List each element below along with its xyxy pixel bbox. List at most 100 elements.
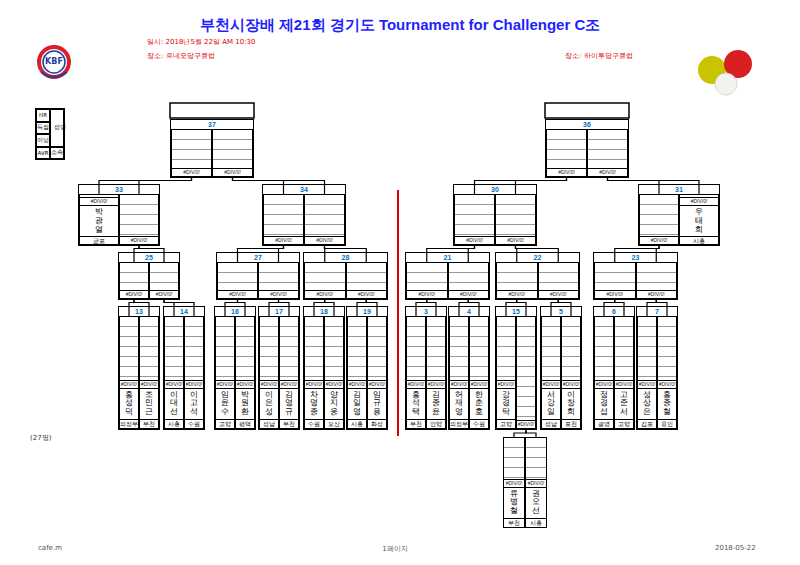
player-slot: #DIV/0!김종윤안양 xyxy=(426,316,446,429)
name-cell: 정경섭 xyxy=(595,388,613,419)
match-box: 3#DIV/0!홍석택부천#DIV/0!김종윤안양 xyxy=(405,306,447,430)
name-cell: 차명종 xyxy=(305,388,323,419)
name-cell: 류병철 xyxy=(504,487,524,518)
note-label: cafe.m xyxy=(38,544,62,552)
average-value: #DIV/0! xyxy=(305,290,345,298)
bracket-line xyxy=(468,245,474,262)
score-grid xyxy=(165,317,183,380)
score-grid xyxy=(185,317,203,380)
average-value: #DIV/0! xyxy=(218,290,257,298)
average-value: #DIV/0! xyxy=(172,168,211,176)
club-name: 의정부 xyxy=(120,419,138,428)
score-grid xyxy=(140,317,158,380)
bracket-line xyxy=(238,245,284,262)
match-number: 31 xyxy=(673,185,685,194)
name-cell: 우태희 xyxy=(680,205,718,236)
player-slot: #DIV/0!조민근부천 xyxy=(139,316,159,429)
score-grid xyxy=(264,195,303,236)
note-label: 1페이지 xyxy=(382,544,407,554)
billiard-balls xyxy=(698,50,752,95)
logo xyxy=(37,45,71,79)
legend-text: 성명 xyxy=(54,124,60,131)
legend-cell: 이닝 xyxy=(36,134,50,147)
player-slot: #DIV/0! xyxy=(119,262,149,299)
name-cell: 홍종철 xyxy=(658,388,676,419)
player-name: 김일영 xyxy=(353,391,361,417)
club-name: 평택 xyxy=(236,419,254,428)
average-value: #DIV/0! xyxy=(165,380,183,388)
player-name: 이창희 xyxy=(567,391,575,417)
name-cell: 한춘호 xyxy=(470,388,488,419)
average-value: #DIV/0! xyxy=(213,168,252,176)
club-name: 의정부 xyxy=(450,419,468,428)
bracket-line xyxy=(516,177,567,194)
player-name: 우태희 xyxy=(695,208,703,234)
score-grid xyxy=(305,195,344,236)
score-grid xyxy=(497,317,515,380)
score-grid xyxy=(407,263,447,290)
score-grid xyxy=(260,317,278,380)
average-value: #DIV/0! xyxy=(347,290,387,298)
match-number: 28 xyxy=(340,253,352,262)
score-grid xyxy=(595,263,635,290)
club-name: 성남 xyxy=(542,419,560,428)
average-value: #DIV/0! xyxy=(325,380,343,388)
player-slot: #DIV/0! xyxy=(454,194,495,245)
score-grid xyxy=(305,317,323,380)
player-name: 김영규 xyxy=(285,391,293,417)
player-slot: #DIV/0!임윤수고양 xyxy=(215,316,235,429)
name-cell: 김영규 xyxy=(280,388,298,419)
divider-line xyxy=(397,190,399,436)
score-grid xyxy=(588,130,627,168)
score-grid xyxy=(368,317,386,380)
score-grid xyxy=(562,317,580,380)
legend-text: 이닝 xyxy=(37,137,49,144)
score-grid xyxy=(640,195,678,236)
match-box: 22#DIV/0!#DIV/0! xyxy=(495,252,580,300)
match-number: 13 xyxy=(133,307,145,316)
average-value: #DIV/0! xyxy=(526,479,546,487)
average-value: #DIV/0! xyxy=(542,380,560,388)
average-value: #DIV/0! xyxy=(449,290,489,298)
bracket-line xyxy=(233,177,325,194)
average-value: #DIV/0! xyxy=(497,290,537,298)
name-cell: 조민근 xyxy=(140,388,158,419)
name-cell: 김종윤 xyxy=(427,388,445,419)
score-grid xyxy=(150,263,178,290)
note-label: 2018-05-22 xyxy=(715,544,756,552)
player-slot: #DIV/0! xyxy=(496,262,538,299)
legend-cell: 득점 xyxy=(36,122,50,135)
player-slot: #DIV/0!홍성덕의정부 xyxy=(119,316,139,429)
name-cell: 홍성덕 xyxy=(120,388,138,419)
club-name: 광명 xyxy=(595,419,613,428)
player-slot: #DIV/0! xyxy=(304,194,345,245)
player-name: 박광열 xyxy=(95,208,103,234)
bracket-line xyxy=(99,177,192,194)
average-value: #DIV/0! xyxy=(450,380,468,388)
score-grid xyxy=(348,317,366,380)
average-value: #DIV/0! xyxy=(348,380,366,388)
score-grid xyxy=(427,317,445,380)
average-value: #DIV/0! xyxy=(504,479,524,487)
player-slot: #DIV/0! xyxy=(448,262,490,299)
player-slot: #DIV/0! xyxy=(263,194,304,245)
player-slot: #DIV/0! xyxy=(171,129,212,177)
name-cell: 성상은 xyxy=(638,388,656,419)
bracket-line xyxy=(551,299,558,316)
name-cell: 이은성 xyxy=(260,388,278,419)
match-number: 21 xyxy=(442,253,454,262)
club-name: 시흥 xyxy=(348,419,366,428)
average-value: #DIV/0! xyxy=(120,290,148,298)
player-slot: #DIV/0!이고석수원 xyxy=(184,316,204,429)
match-number: 18 xyxy=(318,307,330,316)
average-value: #DIV/0! xyxy=(638,380,656,388)
legend-box: HR득점이닝AVR성명소속 xyxy=(35,108,65,160)
name-cell: 박원환 xyxy=(236,388,254,419)
bracket-line xyxy=(279,245,284,262)
player-name: 양지웅 xyxy=(330,391,338,417)
match-number: 25 xyxy=(143,253,155,262)
player-slot: #DIV/0! xyxy=(346,262,388,299)
club-name: 포천 xyxy=(562,419,580,428)
match-box: 37#DIV/0!#DIV/0! xyxy=(170,119,254,178)
match-box: 28 #DIV/0!#DIV/0! xyxy=(303,252,388,300)
